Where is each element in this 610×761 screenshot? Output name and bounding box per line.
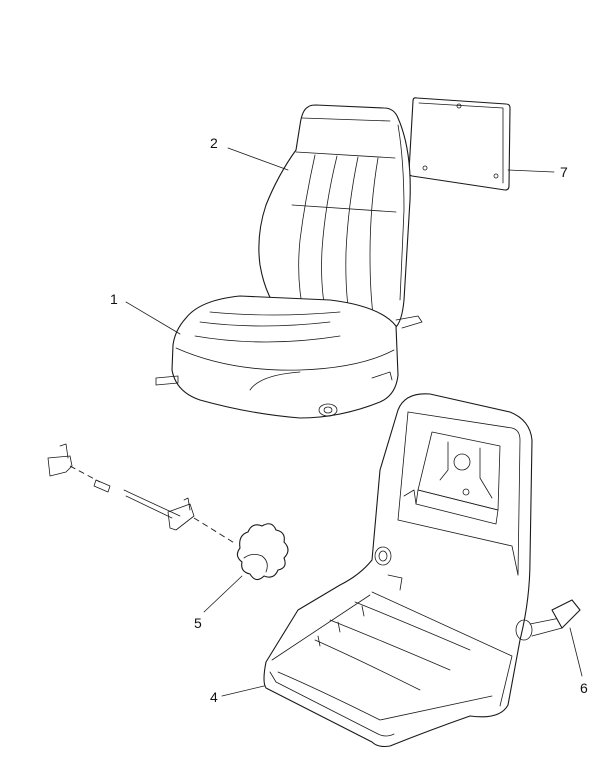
callout-7: 7 <box>560 164 568 180</box>
callout-4: 4 <box>210 689 218 705</box>
knob-and-shaft <box>47 443 289 581</box>
seat-frame <box>263 393 581 748</box>
callout-6: 6 <box>580 680 588 696</box>
leader-lines <box>125 147 583 697</box>
callout-2: 2 <box>210 135 218 151</box>
callout-1: 1 <box>110 291 118 307</box>
callout-5: 5 <box>194 615 202 631</box>
seat-cushion <box>155 295 399 419</box>
back-panel <box>408 97 511 191</box>
seat-back <box>258 104 423 329</box>
